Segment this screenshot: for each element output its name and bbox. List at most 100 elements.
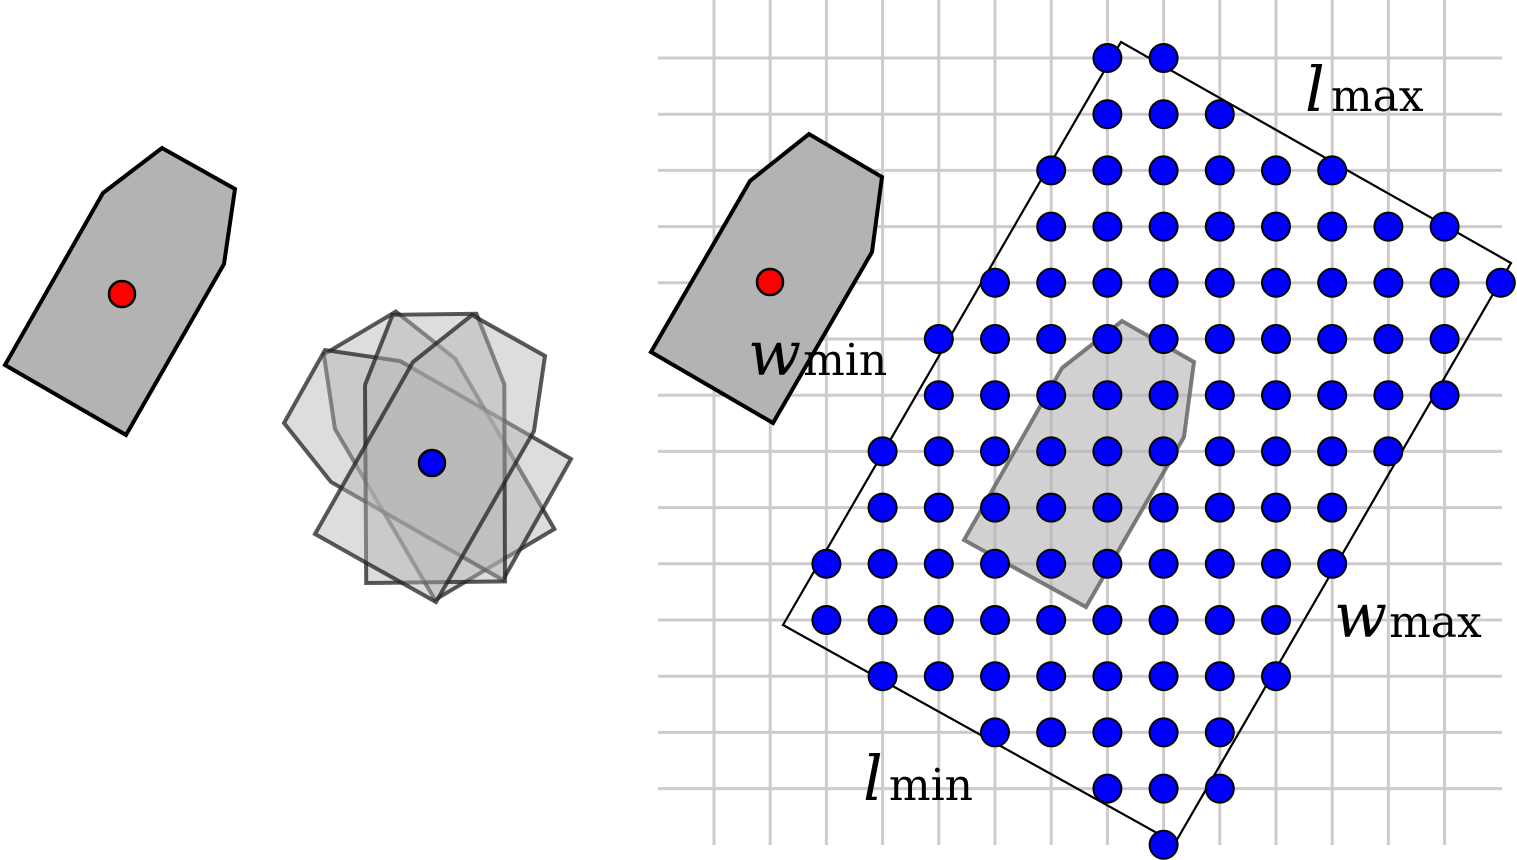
sample-point [867,661,898,692]
sample-point [867,492,898,523]
sample-point [980,267,1010,298]
sample-point [1036,605,1067,635]
sample-point [1092,548,1123,579]
sample-point [1148,661,1179,692]
sample-point [1261,155,1291,186]
sample-point [1261,380,1291,411]
rotation-center-point [417,448,447,478]
sample-point [1148,324,1179,354]
sample-point [1148,605,1179,635]
sample-point [1261,548,1291,579]
sample-point [1204,661,1235,692]
sample-point [1148,717,1179,748]
sample-point [1148,492,1179,523]
sample-point [1092,661,1123,692]
sample-point [1036,155,1067,186]
sample-point [1092,267,1123,298]
sample-point [1092,717,1123,748]
sample-point [1261,267,1291,298]
sample-point [980,717,1010,748]
sample-points [811,43,1516,860]
sample-point [1204,99,1235,130]
label-l-min-main: l [863,742,883,815]
sample-point [1204,436,1235,467]
sample-point [923,548,954,579]
sample-point [1317,155,1348,186]
label-w-max-main: w [1334,579,1387,652]
sample-point [1261,324,1291,354]
label-w-min-sub: min [803,335,887,386]
sample-point [923,436,954,467]
sample-point [980,492,1010,523]
sample-point [1261,436,1291,467]
shape-reference-point [755,267,785,297]
sample-point [811,605,842,635]
sample-point [1036,717,1067,748]
sample-point [1373,380,1404,411]
sample-point [1373,324,1404,354]
label-w-min-main: w [748,317,801,390]
sample-point [1204,773,1235,804]
sample-point [1092,324,1123,354]
sample-point [980,605,1010,635]
sample-point [1148,43,1179,73]
sample-point [1429,211,1460,242]
sample-point [1148,829,1179,860]
label-l-min-sub: min [889,760,973,811]
sample-point [1092,773,1123,804]
sample-point [1485,267,1516,298]
sample-point [1373,211,1404,242]
sample-point [1036,324,1067,354]
label-l-max-main: l [1305,53,1325,126]
sample-point [980,380,1010,411]
sample-point [980,436,1010,467]
sample-point [1092,211,1123,242]
sample-point [1204,380,1235,411]
label-w-max: wmax [1334,579,1482,652]
sample-point [1429,267,1460,298]
ghost-shape [961,318,1197,610]
sample-point [1204,548,1235,579]
sample-point [1204,267,1235,298]
sample-point [1092,436,1123,467]
sample-point [1261,605,1291,635]
sample-point [1092,43,1123,73]
sample-point [1036,211,1067,242]
sample-point [1148,380,1179,411]
label-l-max-sub: max [1331,71,1424,122]
sample-point [923,380,954,411]
sample-point [1429,324,1460,354]
sample-point [1148,548,1179,579]
sample-point [1317,380,1348,411]
sample-point [1261,492,1291,523]
sample-point [1092,380,1123,411]
sample-point [923,492,954,523]
sample-point [1148,211,1179,242]
sample-point [1148,99,1179,130]
sample-point [1092,492,1123,523]
sample-point [923,324,954,354]
sample-point [1204,717,1235,748]
sample-point [980,324,1010,354]
sample-point [1148,267,1179,298]
sample-point [1036,661,1067,692]
sample-point [1036,436,1067,467]
sample-point [867,548,898,579]
sample-point [1317,211,1348,242]
sample-point [1373,267,1404,298]
sample-point [1204,605,1235,635]
sample-point [1204,492,1235,523]
sample-point [1092,99,1123,130]
sampling-region [781,40,1513,845]
sample-point [1317,324,1348,354]
sample-point [1204,211,1235,242]
sample-point [867,436,898,467]
sample-point [1148,436,1179,467]
sample-point [980,548,1010,579]
sample-point [980,661,1010,692]
sample-point [1036,267,1067,298]
sample-point [1429,380,1460,411]
sample-point [923,605,954,635]
reference-point [107,279,137,309]
